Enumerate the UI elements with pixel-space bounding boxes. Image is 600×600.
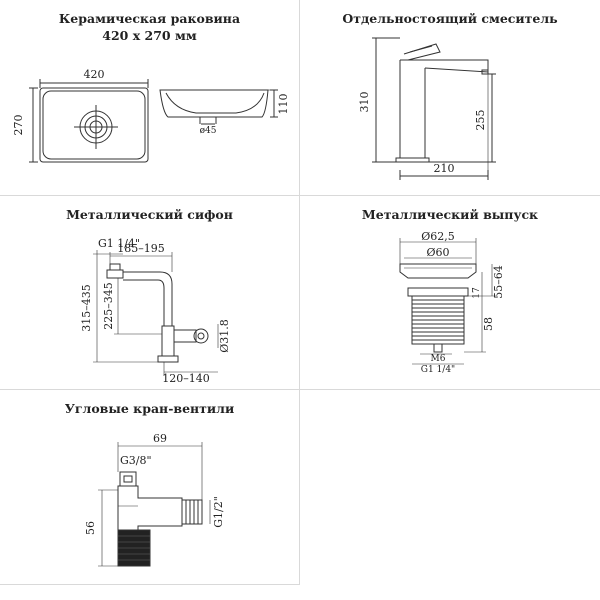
siphon-dim-reach: 185–195 bbox=[117, 242, 165, 255]
drain-dim-outer: Ø62,5 bbox=[421, 230, 455, 243]
siphon-bottle bbox=[161, 325, 175, 357]
valve-drawing: 69 G3/8" 56 G1/2" bbox=[84, 432, 225, 567]
valve-dim-width: 69 bbox=[153, 432, 167, 445]
sink-drawing: 420 270 110 ø45 bbox=[12, 68, 290, 163]
drain-dim-bolt: M6 bbox=[431, 354, 446, 364]
separator-vertical bbox=[299, 0, 300, 585]
faucet-dim-reach: 210 bbox=[434, 162, 455, 175]
siphon-top-nut bbox=[106, 269, 124, 279]
sink-top-outline bbox=[39, 87, 149, 163]
drain-dim-thread: G1 1/4" bbox=[421, 365, 455, 375]
faucet-drawing: 310 255 210 bbox=[358, 37, 496, 180]
drain-dim-gap: 17 bbox=[472, 287, 482, 299]
faucet-dim-height: 310 bbox=[358, 92, 371, 113]
valve-body bbox=[117, 485, 183, 531]
faucet-spout bbox=[400, 59, 489, 73]
faucet-body bbox=[399, 60, 426, 159]
separator-horizontal-1 bbox=[0, 195, 600, 196]
sink-side-outline bbox=[159, 89, 269, 118]
siphon-dim-thread: G1 1/4" bbox=[98, 237, 140, 250]
sink-dim-depth: 270 bbox=[12, 115, 25, 136]
faucet-handle bbox=[403, 43, 441, 61]
drain-dim-range: 55–64 bbox=[492, 265, 505, 299]
sink-top-inner bbox=[42, 90, 146, 160]
drain-flange bbox=[407, 287, 469, 297]
siphon-dim-depth: 120–140 bbox=[162, 372, 210, 385]
separator-horizontal-2 bbox=[0, 389, 600, 390]
sink-dim-width: 420 bbox=[84, 68, 105, 81]
siphon-dim-inner-height: 225–345 bbox=[102, 282, 115, 330]
valve-dim-thread-in: G3/8" bbox=[120, 454, 152, 467]
siphon-dim-outlet: Ø31.8 bbox=[218, 319, 231, 353]
drain-thread bbox=[411, 295, 465, 345]
panel-sink: Керамическая раковина 420 х 270 мм bbox=[0, 0, 299, 195]
panel-empty bbox=[300, 390, 600, 584]
siphon-dim-total-height: 315–435 bbox=[80, 284, 93, 332]
faucet-title: Отдельностоящий смеситель bbox=[342, 11, 558, 26]
drain-drawing: Ø62,5 Ø60 55–64 17 58 M6 G1 1/4" bbox=[399, 230, 505, 375]
siphon-drawing: G1 1/4" 185–195 315–435 225–345 Ø31.8 12… bbox=[80, 237, 231, 385]
drain-bolt bbox=[433, 343, 443, 353]
drain-dim-length: 58 bbox=[482, 317, 495, 331]
valve-outlet-thread bbox=[181, 499, 203, 525]
panel-siphon: Металлический сифон bbox=[0, 196, 299, 389]
drain-dim-inner: Ø60 bbox=[426, 246, 449, 259]
valve-dim-thread-out: G1/2" bbox=[212, 496, 225, 528]
sink-title-line1: Керамическая раковина bbox=[58, 11, 241, 26]
siphon-outlet-ring bbox=[193, 328, 209, 344]
drain-title: Металлический выпуск bbox=[361, 207, 539, 222]
sink-drain-icon bbox=[74, 105, 118, 149]
panel-faucet: Отдельностоящий смеситель bbox=[300, 0, 600, 195]
faucet-dim-spout-height: 255 bbox=[474, 110, 487, 131]
panel-drain: Металлический выпуск bbox=[300, 196, 600, 389]
drain-cap bbox=[399, 263, 477, 279]
siphon-title: Металлический сифон bbox=[66, 207, 233, 222]
sink-dim-height: 110 bbox=[277, 94, 290, 115]
valve-dim-height: 56 bbox=[84, 521, 97, 535]
separator-horizontal-3 bbox=[0, 584, 300, 585]
sink-dim-drain: ø45 bbox=[200, 126, 217, 136]
valve-inlet bbox=[119, 471, 137, 487]
sink-title-line2: 420 х 270 мм bbox=[102, 28, 197, 43]
siphon-arm bbox=[123, 271, 173, 326]
panel-valve: Угловые кран-вентили bbox=[0, 390, 299, 584]
valve-title: Угловые кран-вентили bbox=[64, 401, 235, 416]
